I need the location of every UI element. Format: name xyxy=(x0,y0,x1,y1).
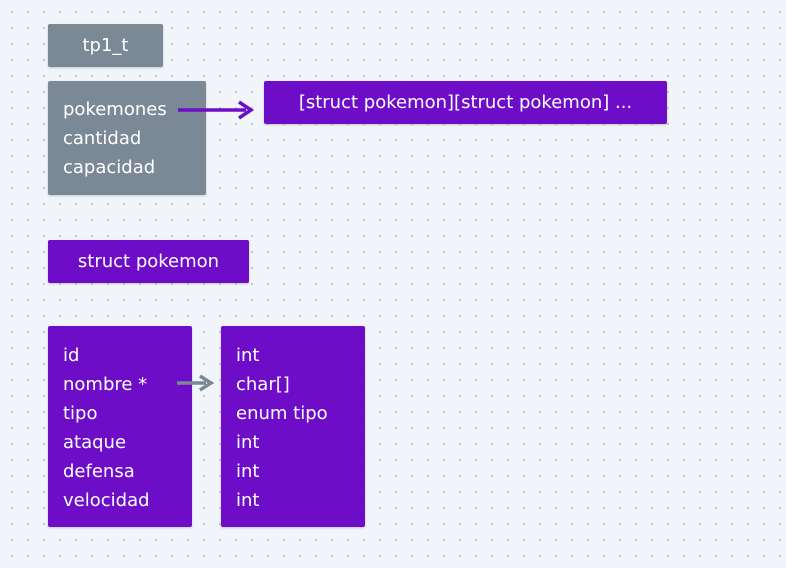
pokemones-to-array-arrow xyxy=(178,100,255,120)
field-id: id xyxy=(63,345,80,366)
tp1-title: tp1_t xyxy=(82,35,129,56)
tp1-title-box: tp1_t xyxy=(48,24,163,67)
struct-fields-box: id nombre * tipo ataque defensa velocida… xyxy=(48,326,192,527)
struct-types-box: int char[] enum tipo int int int xyxy=(221,326,365,527)
pokemon-array-box: [struct pokemon][struct pokemon] ... xyxy=(264,81,667,124)
field-cantidad: cantidad xyxy=(63,128,142,149)
field-capacidad: capacidad xyxy=(63,157,156,178)
type-defensa: int xyxy=(236,461,260,482)
type-nombre: char[] xyxy=(236,374,290,395)
type-id: int xyxy=(236,345,260,366)
nombre-to-char-arrow xyxy=(177,374,215,392)
field-velocidad: velocidad xyxy=(63,490,150,511)
tp1-fields-box: pokemones cantidad capacidad xyxy=(48,81,206,195)
type-ataque: int xyxy=(236,432,260,453)
pokemon-array-label: [struct pokemon][struct pokemon] ... xyxy=(298,92,633,113)
field-nombre: nombre * xyxy=(63,374,148,395)
field-pokemones: pokemones xyxy=(63,99,167,120)
struct-pokemon-title-box: struct pokemon xyxy=(48,240,249,283)
struct-pokemon-title: struct pokemon xyxy=(77,251,220,272)
type-tipo: enum tipo xyxy=(236,403,328,424)
type-velocidad: int xyxy=(236,490,260,511)
field-tipo: tipo xyxy=(63,403,98,424)
field-ataque: ataque xyxy=(63,432,127,453)
field-defensa: defensa xyxy=(63,461,135,482)
